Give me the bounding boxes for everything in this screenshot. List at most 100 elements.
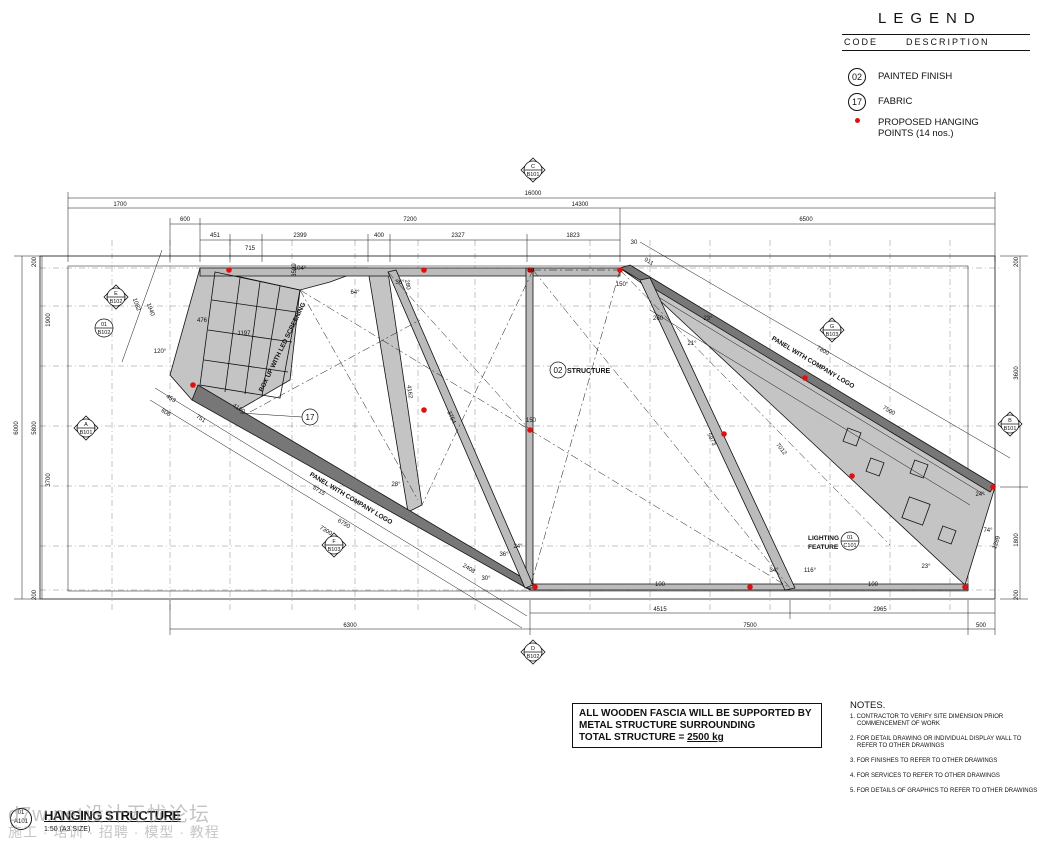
hanging-point (421, 407, 427, 413)
legend-desc: PAINTED FINISH (878, 71, 953, 82)
angle: 64° (350, 290, 360, 296)
angle: 34° (769, 568, 779, 574)
title-sheet: A101 (13, 819, 28, 825)
dim-top: 911 (643, 257, 655, 267)
detail-callout: 01 B102 (94, 318, 114, 338)
dim-top: 2399 (293, 233, 307, 239)
drawing-title: HANGING STRUCTURE (44, 808, 181, 823)
member-size: 100 (655, 582, 666, 588)
lighting-label-1: LIGHTING (808, 535, 839, 542)
notes-block: NOTES. 1. CONTRACTOR TO VERIFY SITE DIME… (850, 700, 1040, 803)
angle: 74° (983, 528, 993, 534)
section-mark-g: G B103 (819, 317, 845, 343)
section-letter: E (114, 291, 118, 297)
note-item: 5. FOR DETAILS OF GRAPHICS TO REFER TO O… (850, 788, 1038, 794)
angle: 23° (921, 564, 931, 570)
hanging-point (990, 484, 996, 490)
section-letter: B (1008, 418, 1012, 424)
section-ref: B101 (80, 430, 93, 436)
hanging-point (721, 431, 727, 437)
dim-diagonal: 4162 (405, 385, 413, 400)
dim-top-total: 16000 (525, 191, 542, 197)
angle: 150° (616, 282, 629, 288)
hanging-point (617, 267, 623, 273)
painted-code: 02 (554, 366, 563, 375)
dim-top: 400 (374, 233, 385, 239)
total-weight: 2500 kg (687, 732, 724, 743)
dim-top: 600 (180, 217, 191, 223)
section-letter: D (531, 646, 535, 652)
angle: 116° (804, 568, 817, 574)
dim-diagonal: 1289 (992, 535, 1002, 550)
dim-top: 14300 (572, 202, 589, 208)
title-badge: 01 A101 (10, 808, 32, 830)
notes-title: NOTES. (850, 700, 886, 711)
dim-left-total: 6000 (14, 421, 20, 435)
hanging-point-icon (855, 118, 860, 123)
angle: 36° (395, 280, 405, 286)
detail-code: 01 (101, 322, 107, 328)
lighting-ref: C101 (843, 543, 856, 549)
dim-left: 1900 (46, 313, 52, 327)
dim-top: 6500 (799, 217, 813, 223)
dim-right: 200 (1014, 256, 1020, 267)
angle: 30° (481, 576, 491, 582)
dim-diagonal: 3754 (445, 410, 456, 425)
structure-note-box: ALL WOODEN FASCIA WILL BE SUPPORTED BY M… (572, 703, 822, 748)
dim-diagonal: 7012 (774, 442, 787, 457)
structure-label: STRUCTURE (567, 368, 610, 375)
dim-bottom: 2965 (873, 607, 887, 613)
hanging-point (802, 375, 808, 381)
dim-diagonal: 476 (197, 318, 208, 324)
section-mark-a: A B101 (73, 415, 99, 441)
dim-top: 7200 (403, 217, 417, 223)
angle: 24° (513, 544, 523, 550)
angle: 36° (499, 552, 509, 558)
section-mark-b: B B101 (997, 411, 1023, 437)
section-letter: F (332, 539, 336, 545)
dim-diagonal: 260 (653, 316, 664, 322)
member-size: 50 (528, 268, 535, 274)
dim-diagonal: 1082 (131, 297, 141, 312)
section-ref: B102 (110, 299, 123, 305)
legend-code-badge: 02 (848, 68, 866, 86)
legend-item-painted: 02 PAINTED FINISH (848, 68, 952, 86)
dim-bottom: 4515 (653, 607, 667, 613)
angle: 104° (294, 266, 307, 272)
dim-diagonal: 5973 (705, 432, 716, 447)
angle: 21° (687, 341, 697, 347)
detail-ref: B102 (98, 330, 111, 336)
angle: 24° (975, 492, 985, 498)
dim-diagonal: 1940 (145, 302, 155, 317)
legend-header: CODE DESCRIPTION (842, 34, 1030, 51)
dim-top: 2327 (451, 233, 465, 239)
angle: 28° (391, 482, 401, 488)
section-mark-e: E B102 (103, 284, 129, 310)
hanging-point (190, 382, 196, 388)
dim-diagonal: 6750 (336, 518, 351, 530)
hanging-point (532, 584, 538, 590)
section-mark-c: C B101 (520, 157, 546, 183)
dim-diagonal: 751 (195, 414, 207, 425)
dim-top: 1823 (566, 233, 580, 239)
lighting-feature-callout: LIGHTING FEATURE 01 C101 (808, 531, 860, 551)
section-ref: B101 (1004, 426, 1017, 432)
dim-diagonal: 1197 (238, 331, 252, 337)
section-mark-d: D B102 (520, 639, 546, 665)
hanging-point (226, 267, 232, 273)
section-ref: B103 (826, 332, 839, 338)
legend-desc: FABRIC (878, 96, 913, 107)
dim-top: 715 (245, 246, 256, 252)
drawing-scale: 1:50 (A3 SIZE) (44, 826, 91, 833)
section-ref: B101 (527, 172, 540, 178)
legend-title: LEGEND (878, 10, 982, 27)
title-code: 01 (17, 810, 25, 816)
hanging-point (747, 584, 753, 590)
watermark-line-2: 施工 · 培训 · 招聘 · 模型 · 教程 (8, 824, 220, 840)
dim-bottom: 500 (976, 623, 987, 629)
dim-left: 200 (32, 589, 38, 600)
dim-left: 200 (32, 256, 38, 267)
lighting-code: 01 (847, 535, 853, 541)
dim-diagonal: 606 (160, 408, 172, 419)
